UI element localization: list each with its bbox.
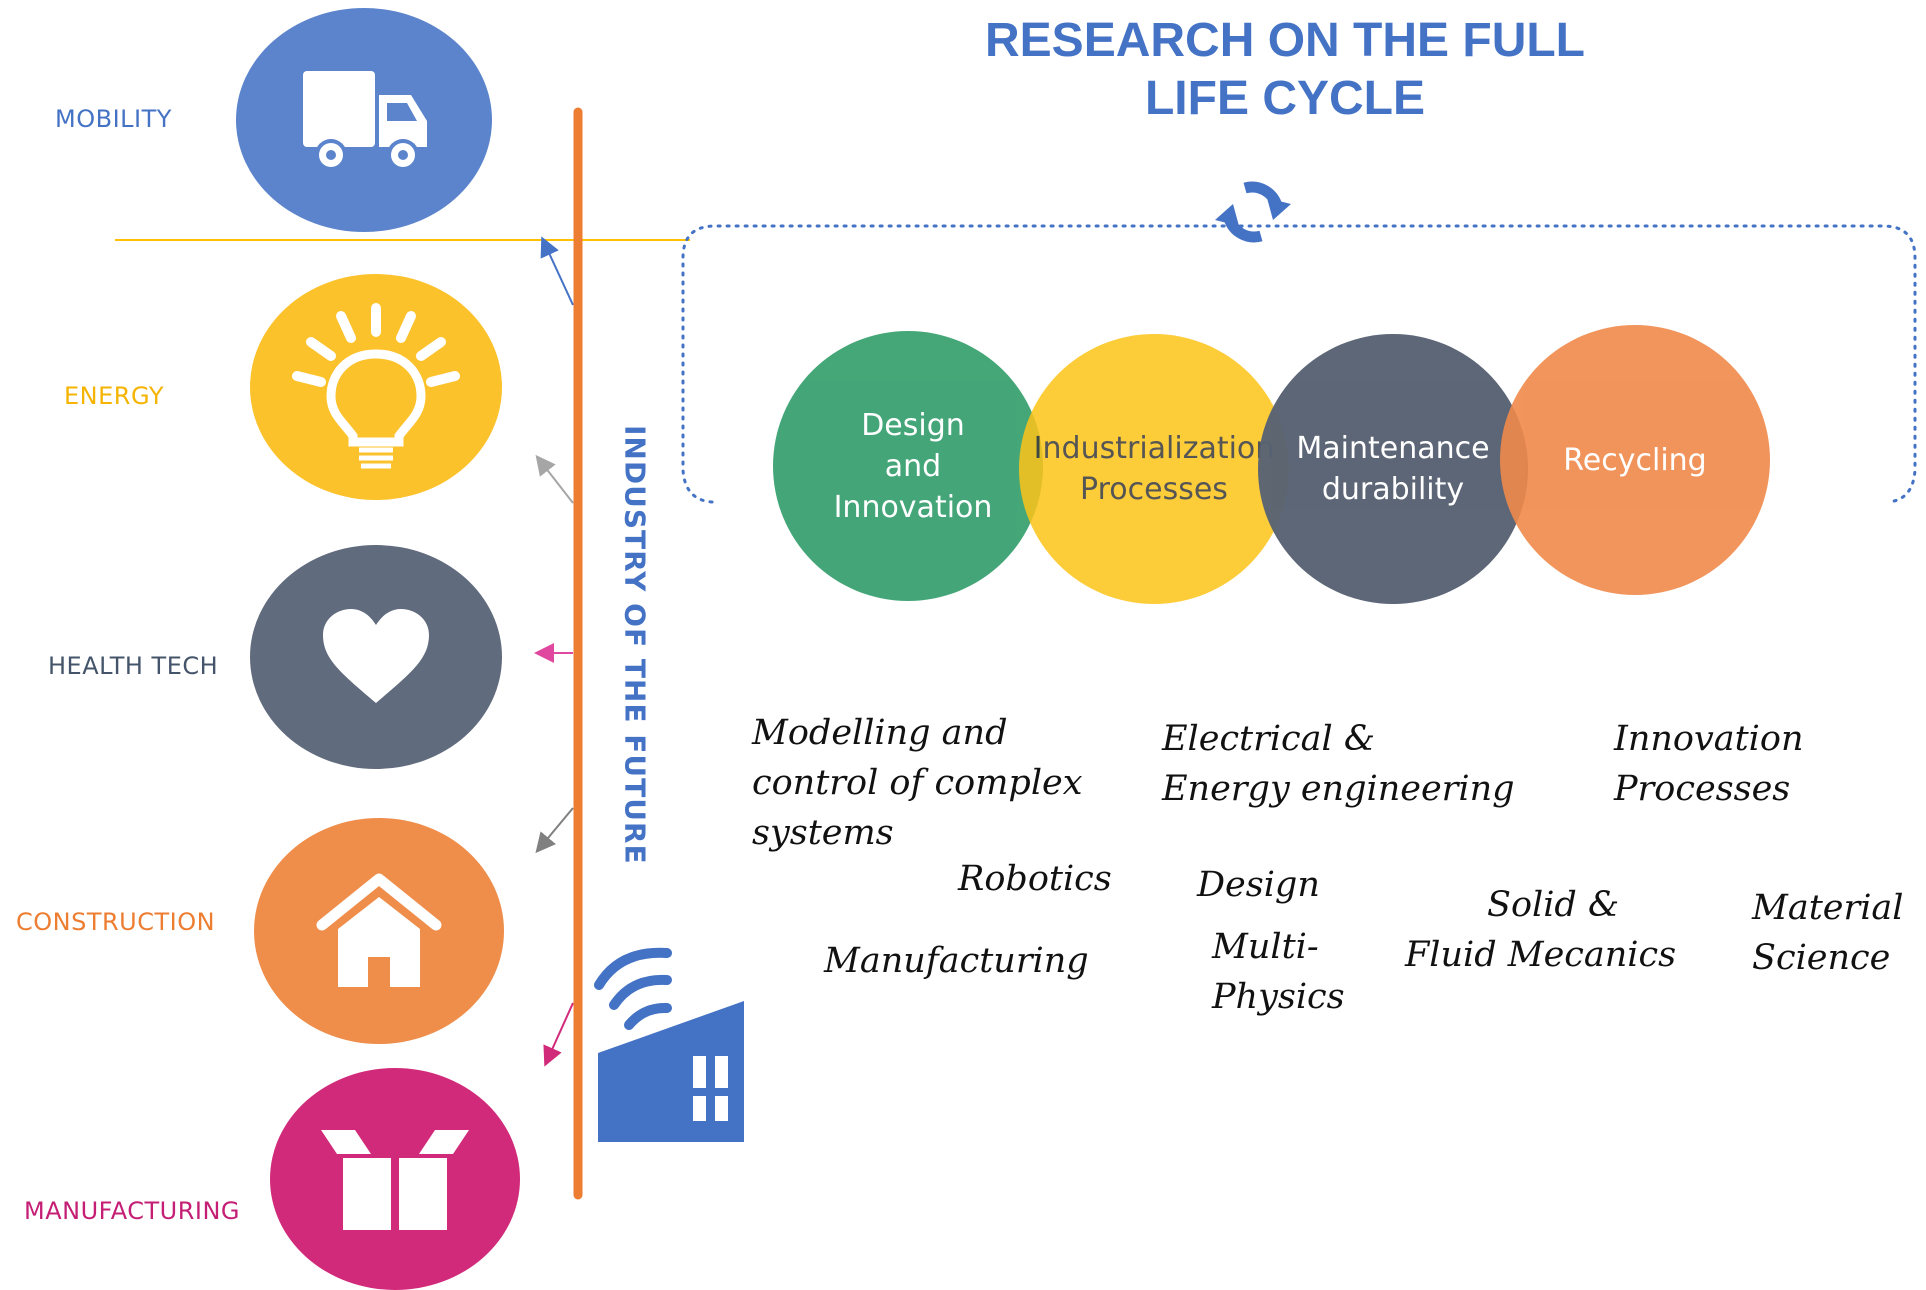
discipline-design: Design <box>1197 865 1320 905</box>
title-line-2: LIFE CYCLE <box>1144 72 1425 125</box>
arrow-to-energy <box>535 454 574 504</box>
sector-label-mobility: MOBILITY <box>55 105 172 133</box>
discipline-electrical-line-2: Energy engineering <box>1162 769 1515 809</box>
lifecycle-industrialization-line-1: Industrialization <box>1033 431 1275 466</box>
sector-circle-manufacturing <box>270 1068 520 1290</box>
lifecycle-industrialization-line-2: Processes <box>1080 472 1228 507</box>
discipline-solid-fluid: Solid & Fluid Mecanics <box>1405 880 1676 980</box>
sector-label-health-tech: HEALTH TECH <box>48 652 219 680</box>
house-icon <box>316 873 442 987</box>
sector-label-construction: CONSTRUCTION <box>16 908 216 936</box>
sector-circle-construction <box>254 818 504 1044</box>
discipline-electrical: Electrical & Energy engineering <box>1162 714 1515 814</box>
arrow-to-manufacturing <box>543 1002 574 1067</box>
lifecycle-design-line-1: Design <box>861 407 965 443</box>
discipline-solid-line-1: Solid & <box>1487 885 1620 925</box>
lifecycle-design-innovation: Design and Innovation <box>773 331 1043 601</box>
discipline-electrical-line-1: Electrical & <box>1162 719 1375 759</box>
discipline-innovation: Innovation Processes <box>1614 714 1804 814</box>
arrow-to-mobility <box>540 236 574 306</box>
industry-of-the-future-label: INDUSTRY OF THE FUTURE <box>618 425 652 865</box>
lifecycle-maintenance: Maintenance durability <box>1258 334 1528 604</box>
page-title: RESEARCH ON THE FULL LIFE CYCLE <box>960 12 1610 128</box>
discipline-manufacturing: Manufacturing <box>824 941 1089 981</box>
lifecycle-industrialization: Industrialization Processes <box>1019 334 1289 604</box>
lifecycle-bracket <box>681 224 1917 504</box>
discipline-material-line-2: Science <box>1752 938 1891 978</box>
lifecycle-maintenance-line-1: Maintenance <box>1296 431 1490 466</box>
factory-icon <box>598 1001 744 1142</box>
discipline-innovation-line-2: Processes <box>1614 769 1791 809</box>
wifi-signal-icon <box>594 947 672 1030</box>
truck-icon <box>303 71 427 171</box>
lifecycle-maintenance-line-2: durability <box>1321 472 1465 507</box>
sector-circle-energy <box>250 274 502 500</box>
lifecycle-design-line-2: and <box>884 448 942 484</box>
discipline-modelling: Modelling and control of complex systems <box>752 708 1082 858</box>
box-icon <box>321 1130 469 1230</box>
discipline-modelling-line-1: Modelling and <box>752 713 1008 753</box>
discipline-material-line-1: Material <box>1752 888 1904 928</box>
heart-icon <box>323 609 429 703</box>
discipline-innovation-line-1: Innovation <box>1614 719 1804 759</box>
discipline-modelling-line-2: control of complex <box>752 763 1083 803</box>
discipline-solid-line-2: Fluid Mecanics <box>1405 935 1677 975</box>
discipline-modelling-line-3: systems <box>752 813 894 853</box>
sector-circle-mobility <box>236 8 492 232</box>
title-line-1: RESEARCH ON THE FULL <box>985 14 1585 67</box>
discipline-material: Material Science <box>1752 883 1903 983</box>
arrow-to-construction <box>535 807 574 854</box>
lifecycle-recycling: Recycling <box>1500 325 1770 595</box>
sector-label-manufacturing: MANUFACTURING <box>24 1197 241 1225</box>
sector-label-energy: ENERGY <box>64 382 165 410</box>
discipline-multiphysics-line-1: Multi- <box>1212 927 1319 967</box>
discipline-multiphysics: Multi- Physics <box>1212 922 1345 1022</box>
discipline-multiphysics-line-2: Physics <box>1212 977 1345 1017</box>
lifecycle-recycling-line-1: Recycling <box>1563 442 1707 478</box>
recycle-arrows-icon <box>1215 181 1291 243</box>
lightbulb-icon <box>292 303 460 469</box>
lifecycle-design-line-3: Innovation <box>833 489 993 525</box>
discipline-robotics: Robotics <box>958 859 1112 899</box>
sector-circle-health-tech <box>250 545 502 769</box>
